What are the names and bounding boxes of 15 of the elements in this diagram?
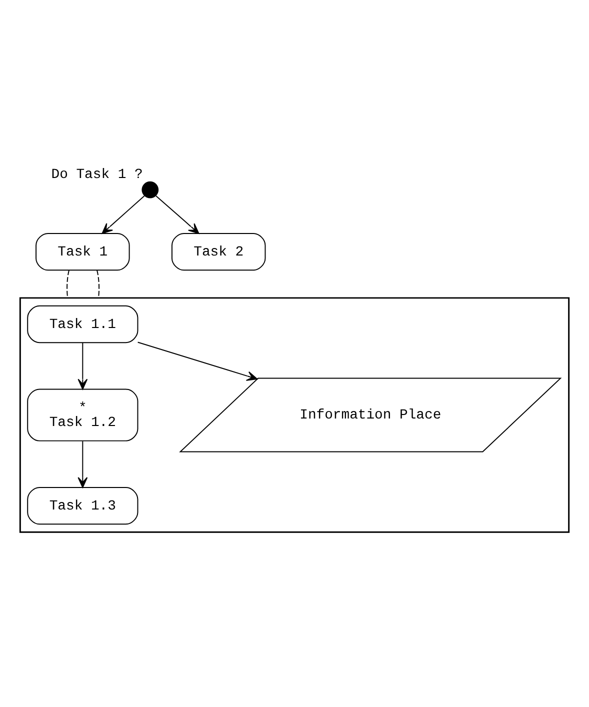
arrow [137,342,258,381]
node-label: Do Task 1 ? [51,167,143,184]
node-box: Task 1.3 [27,486,138,525]
arrow [155,195,200,234]
node-box: Task 2 [171,232,266,271]
cluster [19,297,570,533]
node-box: Task 1.1 [27,305,138,344]
arrow [78,440,88,488]
node-box: Task 1 [36,232,130,271]
connector [96,270,100,298]
arrow [78,342,88,390]
connector [66,270,70,298]
arrow [102,195,145,234]
node-circle [142,181,159,198]
node-box: * Task 1.2 [27,388,138,442]
